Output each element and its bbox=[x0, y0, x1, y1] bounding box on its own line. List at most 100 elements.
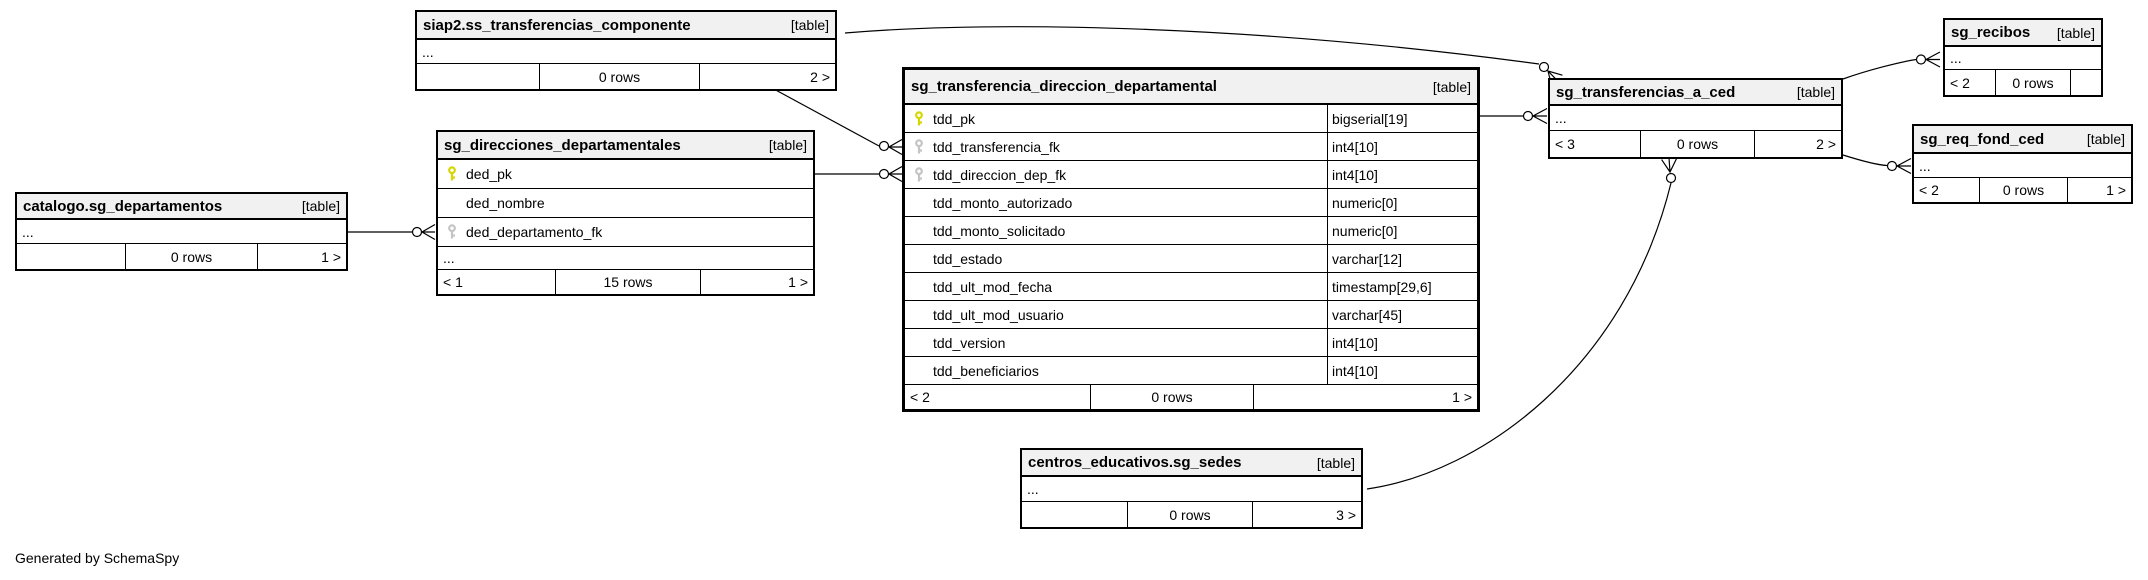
footer-prev-count bbox=[417, 64, 539, 89]
column-ded_nombre: ded_nombre bbox=[438, 189, 813, 218]
table-header-centros_educativos_sg_sedes[interactable]: centros_educativos.sg_sedes[table] bbox=[1022, 450, 1361, 477]
columns-ellipsis: ... bbox=[417, 40, 835, 64]
footer-row-count: 0 rows bbox=[125, 244, 257, 269]
column-name: tdd_pk bbox=[933, 110, 976, 127]
column-type: numeric[0] bbox=[1327, 189, 1477, 216]
footer-next-count: 3 > bbox=[1252, 502, 1361, 527]
table-header-catalogo_sg_departamentos[interactable]: catalogo.sg_departamentos[table] bbox=[17, 194, 346, 220]
table-name[interactable]: catalogo.sg_departamentos bbox=[23, 197, 223, 215]
fk-connector-departamentos-to-ded-departamento-fk bbox=[348, 223, 436, 241]
column-name: tdd_direccion_dep_fk bbox=[933, 166, 1067, 183]
footer-next-count: 1 > bbox=[257, 244, 346, 269]
column-type: int4[10] bbox=[1327, 329, 1477, 356]
footer-next-count: 2 > bbox=[699, 64, 835, 89]
table-name[interactable]: sg_transferencia_direccion_departamental bbox=[911, 78, 1217, 95]
fk-connector-componente-to-transferencias-a-ced bbox=[844, 26, 1563, 86]
footer-next-count: 1 > bbox=[700, 270, 813, 294]
columns-ellipsis: ... bbox=[17, 220, 346, 244]
foreign-key-icon bbox=[448, 224, 456, 239]
footer-prev-count: < 2 bbox=[910, 389, 930, 405]
footer-prev-count: < 2 bbox=[1950, 74, 1970, 91]
table-name[interactable]: sg_direcciones_departamentales bbox=[444, 136, 681, 154]
table-name[interactable]: sg_recibos bbox=[1951, 24, 2031, 41]
table-tag: [table] bbox=[2056, 24, 2095, 41]
table-sg_transferencias_a_ced: sg_transferencias_a_ced [table]... < 3 0 ro… bbox=[1548, 78, 1843, 159]
column-type: int4[10] bbox=[1327, 357, 1477, 384]
column-ded_departamento_fk: ded_departamento_fk bbox=[438, 218, 813, 247]
key-cell bbox=[911, 166, 927, 183]
fk-connector-transferencias-a-ced-to-recibos bbox=[1842, 51, 1941, 80]
footer-row-count: 0 rows bbox=[1640, 131, 1754, 157]
footer-prev-count: < 1 bbox=[443, 274, 463, 290]
table-tag: [table] bbox=[1796, 84, 1835, 100]
table-header-sg_req_fond_ced[interactable]: sg_req_fond_ced [table] bbox=[1914, 126, 2131, 154]
table-header-sg_recibos[interactable]: sg_recibos [table] bbox=[1945, 20, 2101, 47]
column-name: tdd_monto_solicitado bbox=[933, 222, 1066, 239]
column-tdd_ult_mod_fecha: tdd_ult_mod_fecha timestamp[29,6] bbox=[905, 273, 1477, 301]
column-type: varchar[45] bbox=[1327, 301, 1477, 328]
table-name[interactable]: sg_req_fond_ced bbox=[1920, 130, 2045, 148]
column-type: int4[10] bbox=[1327, 161, 1477, 188]
table-header-sg_transferencia_direccion_departamental[interactable]: sg_transferencia_direccion_departamental… bbox=[905, 70, 1477, 105]
table-name[interactable]: sg_transferencias_a_ced bbox=[1556, 83, 1736, 101]
table-name[interactable]: centros_educativos.sg_sedes bbox=[1028, 454, 1242, 471]
column-type: int4[10] bbox=[1327, 133, 1477, 160]
column-tdd_monto_autorizado: tdd_monto_autorizado numeric[0] bbox=[905, 189, 1477, 217]
column-type: varchar[12] bbox=[1327, 245, 1477, 272]
table-siap2_ss_transferencias_componente: siap2.ss_transferencias_componente[table… bbox=[415, 10, 837, 91]
column-tdd_pk: tdd_pk bigserial[19] bbox=[905, 105, 1477, 133]
columns-ellipsis: ... bbox=[1550, 106, 1841, 131]
table-header-sg_transferencias_a_ced[interactable]: sg_transferencias_a_ced [table] bbox=[1550, 80, 1841, 106]
table-catalogo_sg_departamentos: catalogo.sg_departamentos[table]...0 row… bbox=[15, 192, 348, 271]
column-ded_pk: ded_pk bbox=[438, 160, 813, 189]
footer-prev-count bbox=[1022, 502, 1127, 527]
table-footer: < 2 0 rows bbox=[1945, 70, 2101, 95]
primary-key-icon bbox=[915, 110, 923, 125]
column-name: tdd_estado bbox=[933, 250, 1003, 267]
column-name: tdd_ult_mod_usuario bbox=[933, 306, 1064, 323]
primary-key-icon bbox=[448, 166, 456, 181]
footer-row-count: 0 rows bbox=[1127, 502, 1252, 527]
key-cell bbox=[911, 110, 927, 127]
columns-ellipsis: ... bbox=[438, 247, 813, 270]
column-tdd_estado: tdd_estado varchar[12] bbox=[905, 245, 1477, 273]
column-tdd_direccion_dep_fk: tdd_direccion_dep_fk int4[10] bbox=[905, 161, 1477, 189]
footer-row-count: 0 rows bbox=[1995, 70, 2070, 95]
footer-next-count: 1 > bbox=[2067, 178, 2131, 202]
column-name: tdd_monto_autorizado bbox=[933, 194, 1073, 211]
table-header-siap2_ss_transferencias_componente[interactable]: siap2.ss_transferencias_componente[table… bbox=[417, 12, 835, 40]
fk-connector-direcciones-to-tdd-direccion-dep-fk bbox=[815, 165, 903, 183]
generated-by-label: Generated by SchemaSpy bbox=[15, 550, 180, 566]
column-type: bigserial[19] bbox=[1327, 105, 1477, 132]
column-name: tdd_ult_mod_fecha bbox=[933, 278, 1053, 295]
table-name[interactable]: siap2.ss_transferencias_componente bbox=[423, 16, 691, 34]
key-cell bbox=[911, 138, 927, 155]
column-tdd_monto_solicitado: tdd_monto_solicitado numeric[0] bbox=[905, 217, 1477, 245]
column-name: ded_pk bbox=[466, 166, 512, 182]
fk-connector-sedes-to-transferencias-a-ced bbox=[1366, 158, 1678, 490]
footer-prev-count: < 2 bbox=[1919, 182, 1939, 198]
footer-row-count: 0 rows bbox=[1979, 178, 2067, 202]
columns-ellipsis: ... bbox=[1022, 477, 1361, 502]
footer-prev-count: < 3 bbox=[1555, 136, 1575, 152]
table-header-sg_direcciones_departamentales[interactable]: sg_direcciones_departamentales[table] bbox=[438, 132, 813, 160]
column-name: ded_nombre bbox=[466, 195, 545, 211]
footer-next-count: 1 > bbox=[1253, 385, 1477, 409]
footer-row-count: 0 rows bbox=[1090, 385, 1253, 409]
foreign-key-icon bbox=[915, 166, 923, 181]
footer-next-count bbox=[2070, 70, 2101, 95]
column-type: numeric[0] bbox=[1327, 217, 1477, 244]
footer-row-count: 0 rows bbox=[539, 64, 699, 89]
footer-prev-count bbox=[17, 244, 125, 269]
table-tag: [table] bbox=[2086, 131, 2125, 147]
column-type: timestamp[29,6] bbox=[1327, 273, 1477, 300]
